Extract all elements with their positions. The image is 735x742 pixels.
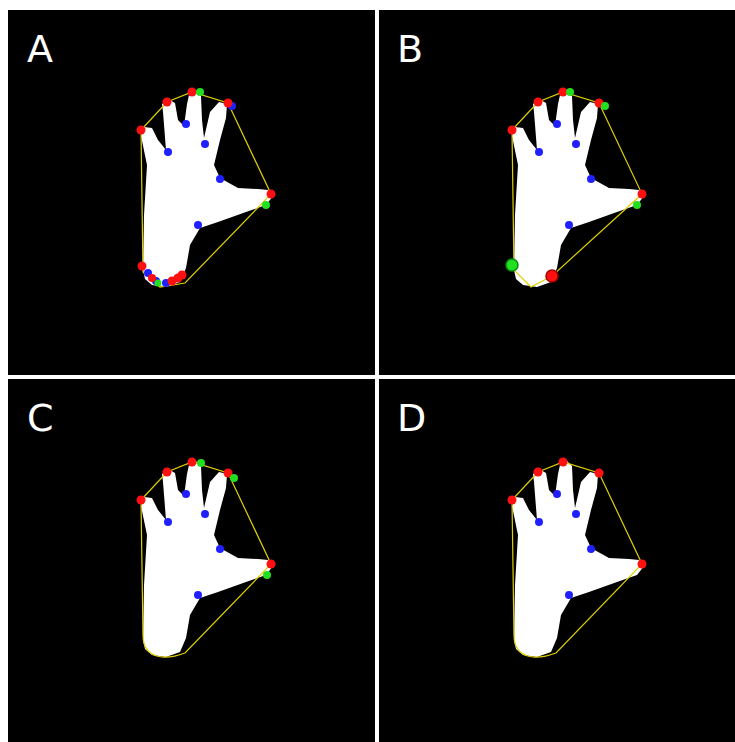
panel-b-figure xyxy=(506,88,647,288)
panel-label: A xyxy=(27,30,53,68)
panel xyxy=(8,379,375,742)
panel-label: C xyxy=(27,399,54,437)
panel-d-figure xyxy=(508,458,647,658)
panel-a-figure xyxy=(137,88,276,288)
panel-label: D xyxy=(397,399,426,437)
panel xyxy=(8,10,375,375)
panel-c-figure xyxy=(137,458,276,658)
panel xyxy=(379,379,735,742)
panel xyxy=(379,10,735,375)
panel-label: B xyxy=(397,30,423,68)
